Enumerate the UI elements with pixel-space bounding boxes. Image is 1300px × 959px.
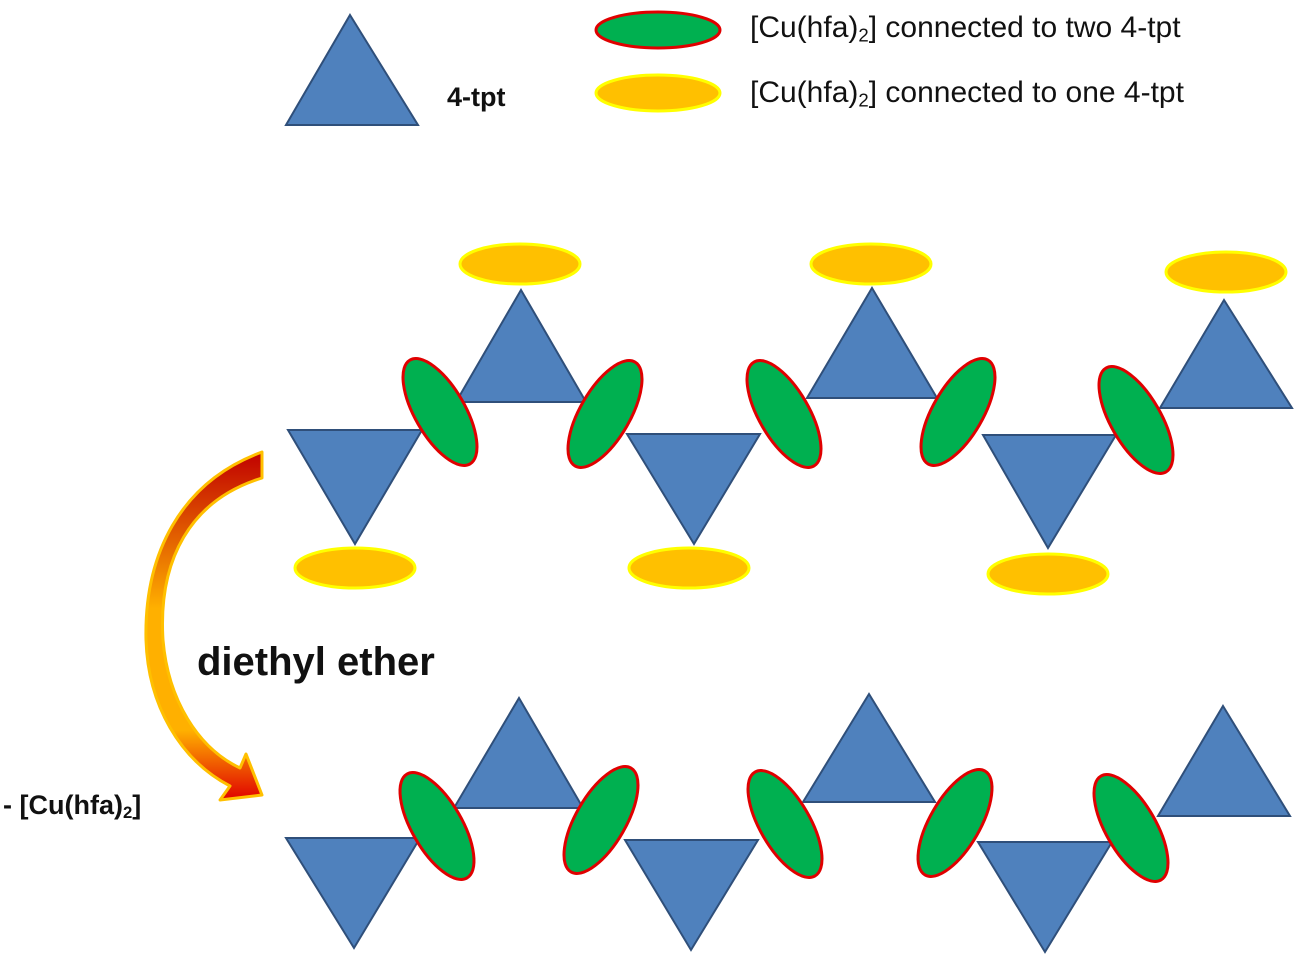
bridging-cu-node xyxy=(566,359,644,469)
terminal-cu-node xyxy=(986,552,1110,596)
legend-triangle-icon xyxy=(284,13,420,126)
bridging-cu-node xyxy=(401,357,479,467)
tpt-triangle xyxy=(805,286,939,399)
legend-bridging-cu-icon xyxy=(594,10,722,50)
legend-bridging-label: [Cu(hfa)2] connected to two 4-tpt xyxy=(750,11,1181,46)
solvent-label: diethyl ether xyxy=(197,640,435,684)
terminal-cu-node xyxy=(809,242,933,286)
terminal-cu-node xyxy=(1164,250,1288,294)
upper-chain xyxy=(286,242,1294,596)
bridging-cu-node xyxy=(919,357,997,467)
legend-terminal-label: [Cu(hfa)2] connected to one 4-tpt xyxy=(750,76,1184,111)
tpt-triangle xyxy=(1158,298,1294,409)
tpt-triangle xyxy=(981,434,1118,550)
legend-ligand-label: 4-tpt xyxy=(447,82,506,112)
tpt-triangle xyxy=(801,692,937,803)
loss-label: - [Cu(hfa)2] xyxy=(3,790,142,823)
bridging-cu-node xyxy=(1092,773,1170,883)
tpt-triangle xyxy=(286,429,424,546)
terminal-cu-node xyxy=(458,242,582,286)
bridging-cu-node xyxy=(398,771,476,881)
tpt-triangle xyxy=(284,837,422,950)
reaction-arrow-icon xyxy=(144,450,264,802)
tpt-triangle xyxy=(1156,704,1292,817)
terminal-cu-node xyxy=(627,546,751,590)
bridging-cu-node xyxy=(1097,365,1175,475)
lower-chain xyxy=(284,692,1292,954)
bridging-cu-node xyxy=(745,359,823,469)
tpt-triangle xyxy=(623,839,760,952)
terminal-cu-node xyxy=(293,546,417,590)
bridging-cu-node xyxy=(916,768,994,878)
tpt-triangle xyxy=(452,696,585,809)
tpt-triangle xyxy=(976,841,1114,954)
tpt-triangle xyxy=(625,433,762,546)
legend-terminal-cu-icon xyxy=(594,73,722,113)
tpt-triangle xyxy=(454,288,588,403)
bridging-cu-node xyxy=(746,769,824,879)
bridging-cu-node xyxy=(562,765,640,875)
